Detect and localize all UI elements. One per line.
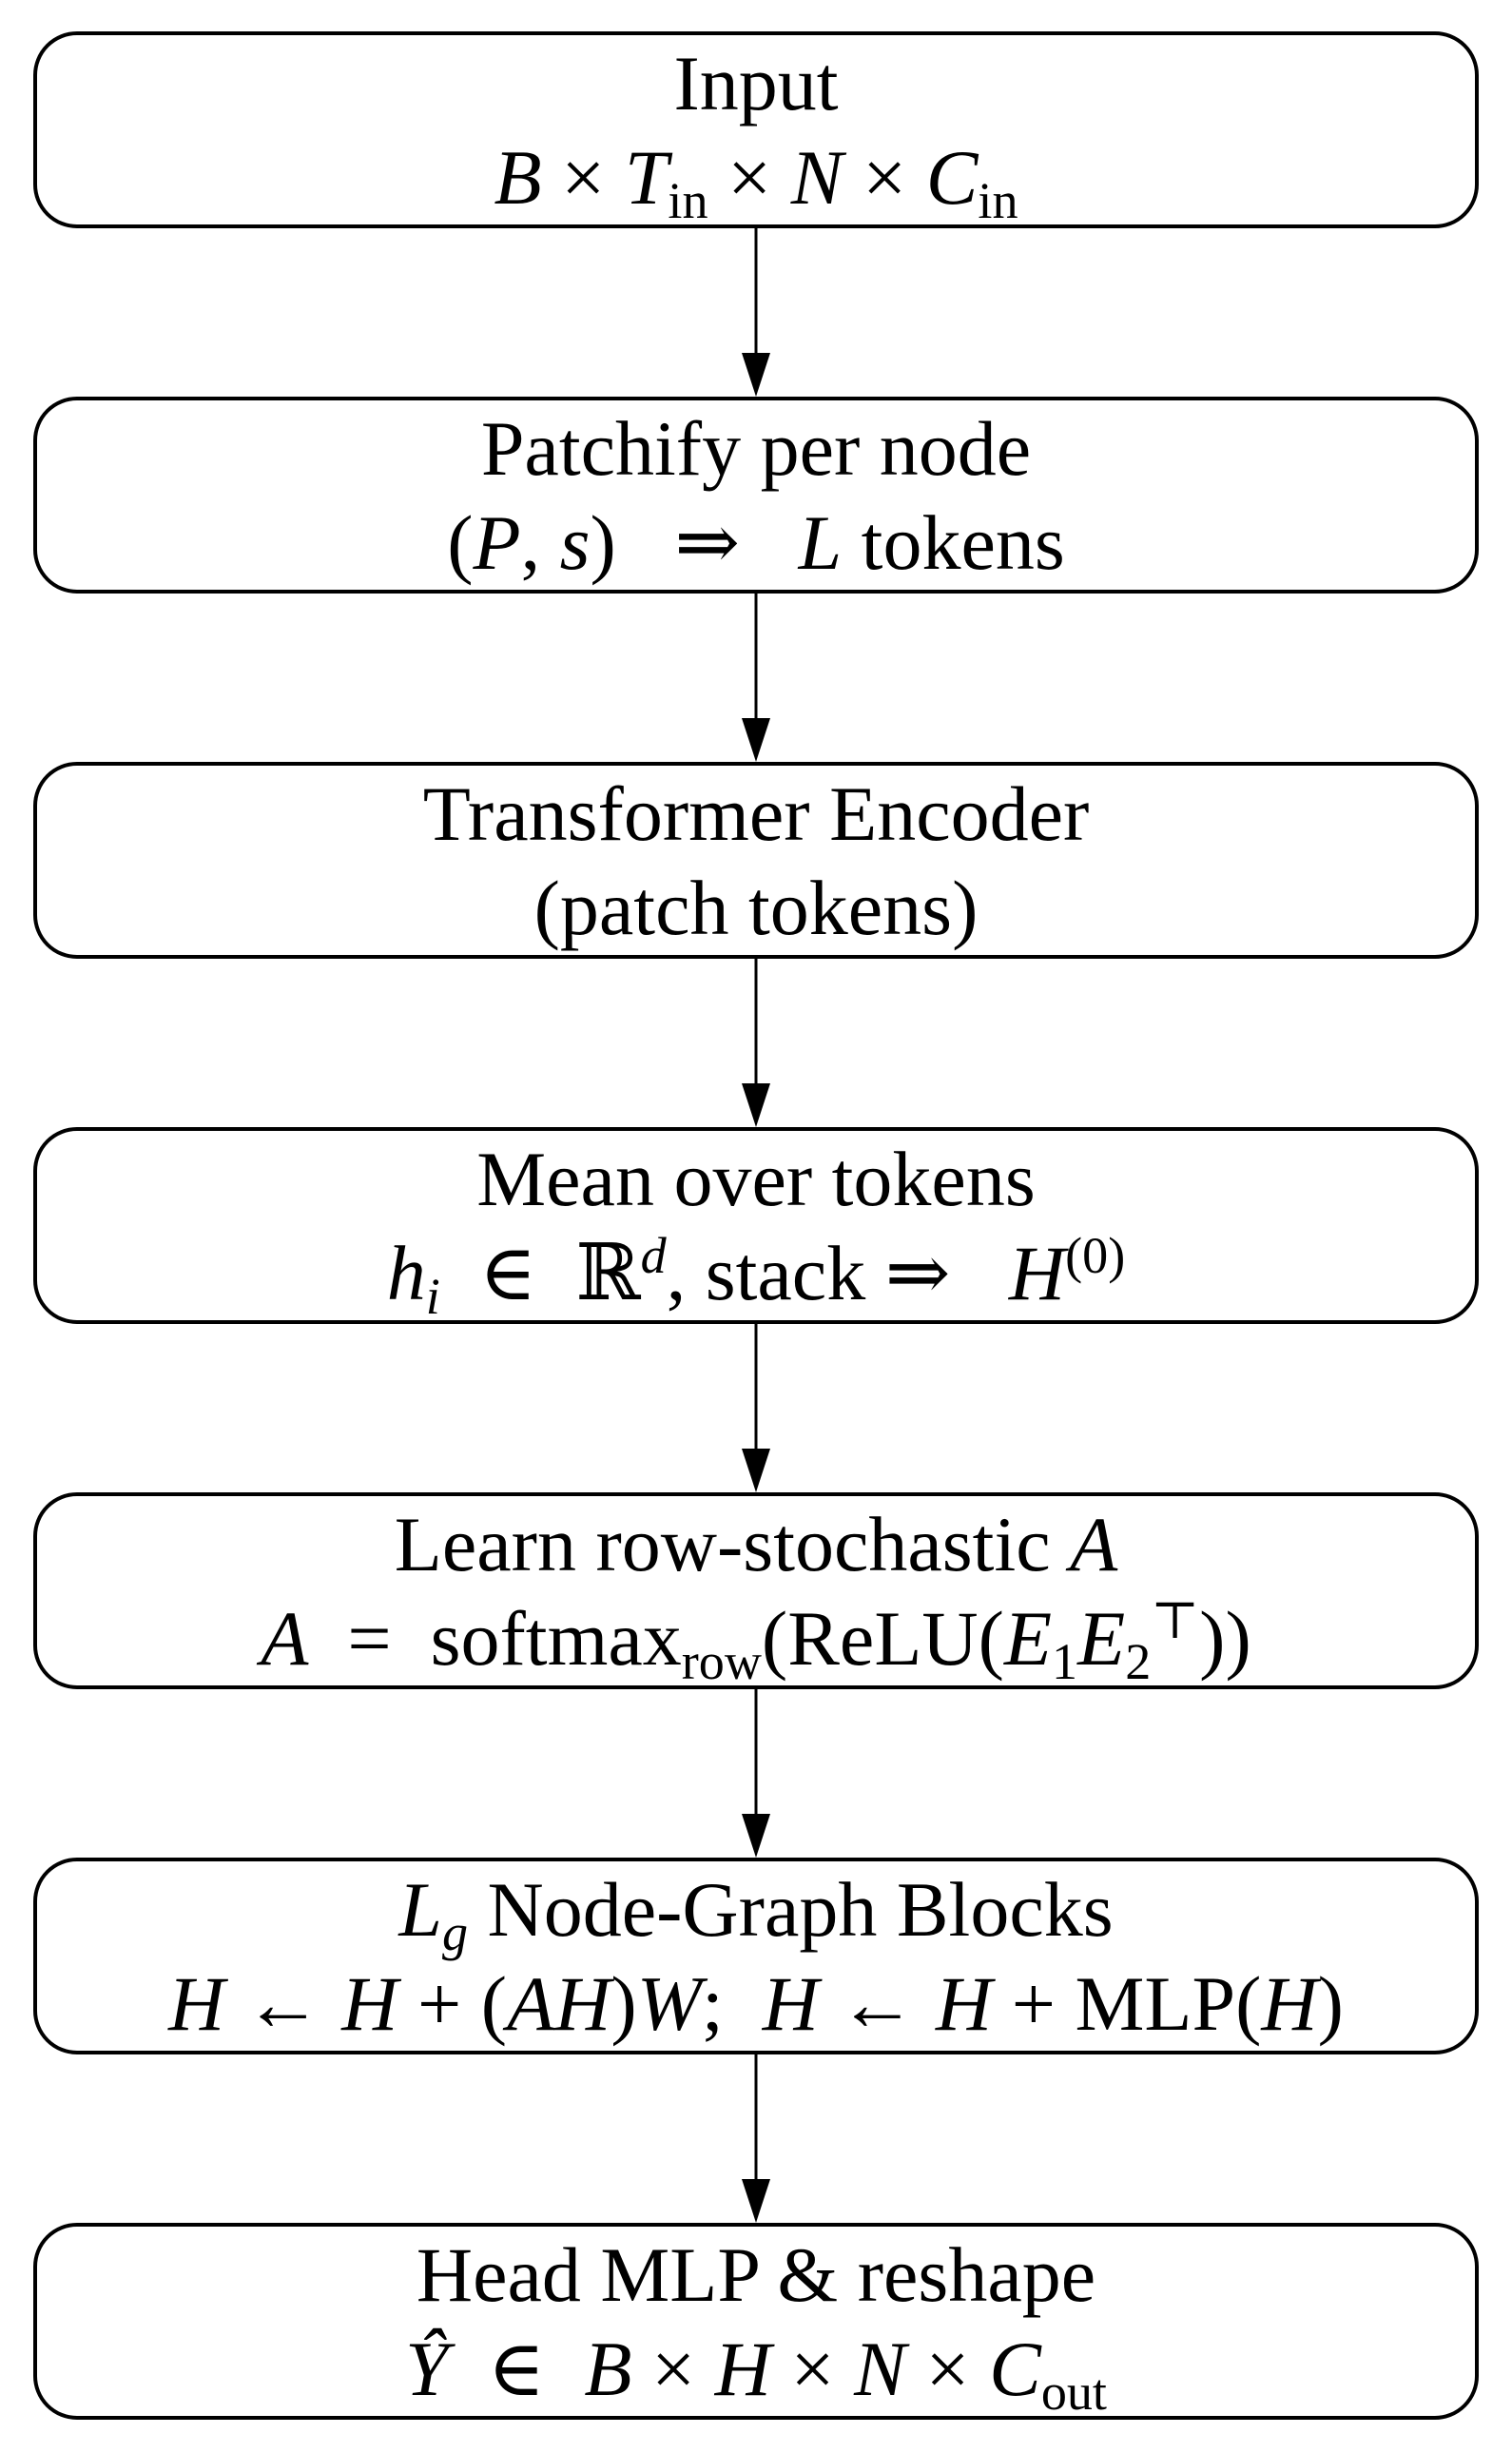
arrow-down-icon (741, 959, 771, 1127)
node-patchify: Patchify per node (P, s) ⇒ L tokens (33, 397, 1479, 594)
node-learn-adjacency: Learn row-stochastic A A = softmaxrow(Re… (33, 1492, 1479, 1689)
arrow-down-icon (741, 594, 771, 762)
node-title: Learn row-stochastic A (394, 1500, 1118, 1587)
arrow-down-icon (741, 2054, 771, 2223)
node-title: Input (673, 39, 839, 127)
node-formula: hi ∈ ℝd, stack ⇒ H(0) (386, 1226, 1126, 1325)
node-formula: (patch tokens) (533, 864, 979, 951)
node-formula: Ŷ ∈ B × H × N × Cout (405, 2325, 1107, 2421)
node-formula: (P, s) ⇒ L tokens (447, 498, 1065, 586)
node-title: Head MLP & reshape (416, 2230, 1096, 2318)
node-title: Mean over tokens (476, 1135, 1036, 1222)
node-head-mlp: Head MLP & reshape Ŷ ∈ B × H × N × Cout (33, 2223, 1479, 2420)
node-formula: B × Tin × N × Cin (494, 133, 1018, 229)
arrow-down-icon (741, 1324, 771, 1492)
node-graph-blocks: Lg Node-Graph Blocks H ← H + (AH)W; H ← … (33, 1858, 1479, 2054)
node-title: Transformer Encoder (422, 769, 1090, 857)
arrow-down-icon (741, 228, 771, 397)
node-input: Input B × Tin × N × Cin (33, 31, 1479, 228)
arrow-down-icon (741, 1689, 771, 1858)
node-title: Patchify per node (480, 404, 1032, 492)
node-formula: A = softmaxrow(ReLU(E1E2⊤)) (261, 1591, 1251, 1690)
node-formula: H ← H + (AH)W; H ← H + MLP(H) (168, 1959, 1344, 2047)
node-transformer-encoder: Transformer Encoder (patch tokens) (33, 762, 1479, 959)
node-mean-over-tokens: Mean over tokens hi ∈ ℝd, stack ⇒ H(0) (33, 1127, 1479, 1324)
node-title: Lg Node-Graph Blocks (398, 1865, 1114, 1961)
